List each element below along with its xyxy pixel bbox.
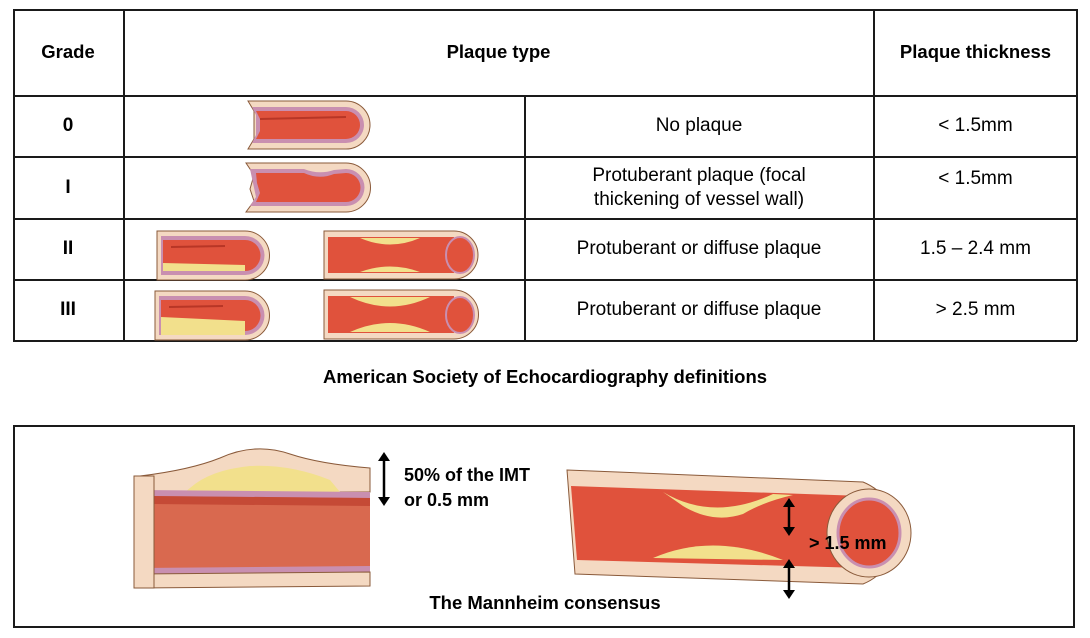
table-border-right: [1076, 9, 1078, 341]
vessel-grade-2b-illustration: [323, 230, 479, 280]
mannheim-tubular-vessel: [566, 469, 912, 585]
thickness-arrow-lower: [783, 559, 795, 599]
grade-cell-1: I: [65, 176, 71, 198]
description-cell-1: Protuberant plaque (focal thickening of …: [525, 157, 873, 218]
grade-cell-0: 0: [62, 115, 74, 136]
description-line-1: Protuberant plaque (focal: [592, 164, 806, 186]
header-grade: Grade: [41, 41, 95, 62]
vessel-grade-3b-illustration: [323, 289, 479, 340]
table-row-divider-1: [13, 95, 1077, 97]
description-cell-3: Protuberant or diffuse plaque: [576, 299, 822, 320]
table-row-divider-2: [13, 156, 1077, 158]
vessel-grade-1-illustration: [245, 162, 371, 213]
imt-double-arrow: [378, 452, 390, 506]
table-border-top: [13, 9, 1077, 11]
thickness-label: > 1.5 mm: [809, 533, 887, 553]
description-cell-2: Protuberant or diffuse plaque: [576, 238, 822, 259]
table-col-divider-1: [123, 9, 125, 341]
mannheim-cutaway-vessel: [133, 448, 371, 589]
thickness-cell-0: < 1.5mm: [938, 115, 1013, 136]
thickness-arrow-upper: [783, 498, 795, 536]
imt-label: 50% of the IMT or 0.5 mm: [404, 463, 530, 513]
imt-label-line-1: 50% of the IMT: [404, 465, 531, 485]
header-plaque-thickness: Plaque thickness: [899, 41, 1052, 62]
table-border-bottom: [13, 340, 1077, 342]
table-col-divider-3: [873, 9, 875, 341]
table-border-left: [13, 9, 15, 341]
grade-cell-2: II: [62, 238, 74, 259]
vessel-grade-2a-illustration: [156, 230, 270, 281]
description-cell-0: No plaque: [655, 115, 743, 136]
description-line-2: thickening of vessel wall): [593, 188, 805, 210]
mannheim-box: [13, 425, 1075, 628]
thickness-cell-2: 1.5 – 2.4 mm: [920, 238, 1031, 259]
grade-cell-3: III: [60, 299, 76, 320]
vessel-grade-0-illustration: [247, 100, 371, 150]
imt-label-line-2: or 0.5 mm: [404, 490, 490, 510]
thickness-cell-1: < 1.5mm: [938, 168, 1013, 189]
asecho-caption: American Society of Echocardiography def…: [322, 366, 768, 387]
thickness-cell-3: > 2.5 mm: [935, 299, 1016, 320]
vessel-grade-3a-illustration: [154, 290, 270, 341]
plaque-grade-table: Grade Plaque type Plaque thickness 0 No …: [13, 9, 1078, 342]
table-row-divider-3: [13, 218, 1077, 220]
table-row-divider-4: [13, 279, 1077, 281]
header-plaque-type: Plaque type: [446, 41, 551, 62]
mannheim-caption: The Mannheim consensus: [429, 592, 661, 613]
